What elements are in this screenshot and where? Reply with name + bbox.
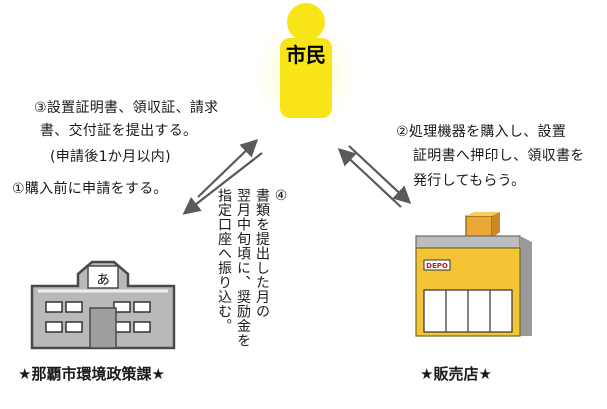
step4-col4: 指定口座へ振り込む。 — [216, 188, 232, 333]
step2-text-line2: 証明書へ押印し、領収書を — [413, 148, 585, 164]
step4-text: ④ 書類を提出した月の 翌月中旬頃に、奨励金を 指定口座へ振り込む。 — [214, 188, 290, 378]
city-hall-building-icon: ぁ — [30, 260, 176, 350]
step4-col1: ④ — [273, 188, 289, 205]
store-sign: DEPO — [426, 262, 448, 270]
step2-text-line3: 発行してもらう。 — [413, 173, 526, 189]
city-emblem: ぁ — [95, 269, 111, 288]
step3-text-line2: 書、交付証を提出する。 — [40, 123, 198, 139]
citizen-label: 市民 — [286, 43, 326, 67]
step4-col3: 翌月中旬頃に、奨励金を — [235, 188, 251, 348]
step1-text: ①購入前に申請をする。 — [12, 181, 168, 197]
arrow-icon — [182, 138, 412, 215]
store-caption: ★販売店★ — [420, 365, 492, 383]
step3-text-line1: ③設置証明書、領収証、請求 — [34, 100, 219, 116]
step4-col2: 書類を提出した月の — [254, 188, 270, 319]
citizen-person-icon — [248, 3, 364, 124]
store-building-icon: DEPO — [415, 212, 532, 337]
city-hall-caption: ★那覇市環境政策課★ — [18, 365, 165, 383]
step2-text-line1: ②処理機器を購入し、設置 — [396, 124, 567, 140]
step3-text-line3: (申請後1か月以内) — [50, 149, 171, 165]
